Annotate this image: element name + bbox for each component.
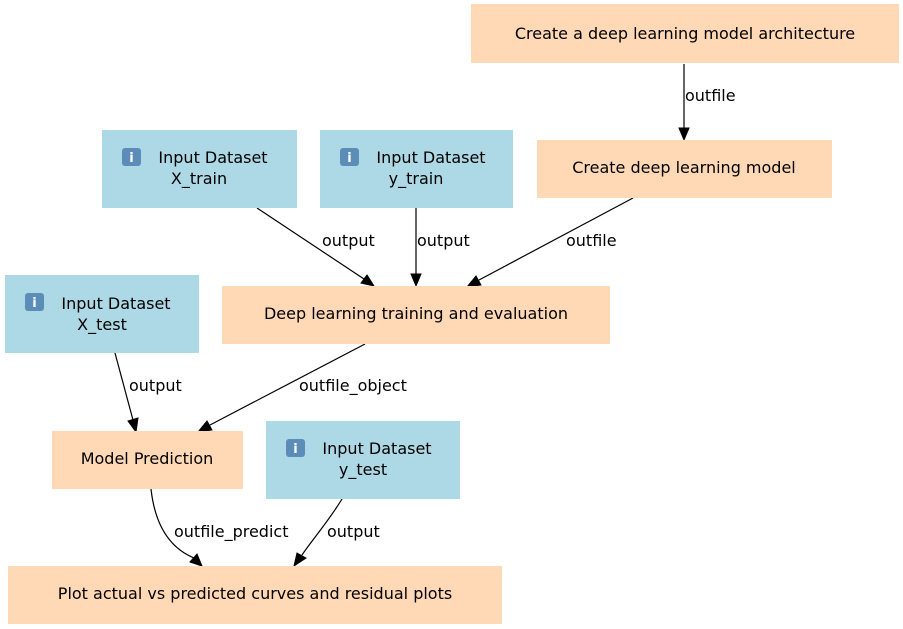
edge-xtest-to-prediction: output xyxy=(114,352,182,434)
node-training-evaluation[interactable]: Deep learning training and evaluation xyxy=(222,286,610,344)
node-label: Plot actual vs predicted curves and resi… xyxy=(58,584,452,603)
node-label-line2: y_train xyxy=(389,169,444,189)
edge-training-to-prediction: outfile_object xyxy=(196,343,407,433)
edge-label: outfile_object xyxy=(299,376,407,396)
edge-model-to-training: outfile xyxy=(465,197,634,288)
node-label-line2: X_train xyxy=(171,169,227,189)
svg-text:i: i xyxy=(32,296,36,311)
node-box xyxy=(5,275,199,353)
node-box xyxy=(222,286,610,344)
edge-ytest-to-plot: output xyxy=(293,498,380,568)
node-label-line2: X_test xyxy=(77,315,127,335)
node-box xyxy=(537,140,832,198)
node-box xyxy=(471,4,899,63)
node-box xyxy=(266,421,460,499)
node-label-line1: Input Dataset xyxy=(322,439,431,458)
info-icon: i xyxy=(286,439,305,457)
info-icon: i xyxy=(122,148,141,166)
edge-label: outfile_predict xyxy=(174,522,288,542)
node-label-line1: Input Dataset xyxy=(376,148,485,167)
node-label-line2: y_test xyxy=(339,460,387,480)
node-input-x-test[interactable]: i Input Dataset X_test xyxy=(5,275,199,353)
svg-text:i: i xyxy=(129,151,133,166)
edge-label: outfile xyxy=(566,231,617,250)
node-plot-curves[interactable]: Plot actual vs predicted curves and resi… xyxy=(8,566,502,624)
node-create-architecture[interactable]: Create a deep learning model architectur… xyxy=(471,4,899,63)
edge-architecture-to-model: outfile xyxy=(678,64,736,142)
node-create-model[interactable]: Create deep learning model xyxy=(537,140,832,198)
node-label-line1: Input Dataset xyxy=(158,148,267,167)
edge-xtrain-to-training: output xyxy=(256,207,376,287)
edge-label: output xyxy=(327,522,380,541)
edge-label: outfile xyxy=(685,86,736,105)
node-box xyxy=(8,566,502,624)
node-box xyxy=(52,431,243,489)
edge-label: output xyxy=(322,231,375,250)
node-box xyxy=(102,130,297,208)
edge-label: output xyxy=(129,376,182,395)
node-model-prediction[interactable]: Model Prediction xyxy=(52,431,243,489)
node-input-x-train[interactable]: i Input Dataset X_train xyxy=(102,130,297,208)
node-input-y-train[interactable]: i Input Dataset y_train xyxy=(320,130,513,208)
node-label-line1: Input Dataset xyxy=(61,294,170,313)
info-icon: i xyxy=(340,148,359,166)
node-label: Model Prediction xyxy=(81,449,214,468)
node-label: Create a deep learning model architectur… xyxy=(515,24,855,43)
node-label: Create deep learning model xyxy=(572,158,796,177)
node-input-y-test[interactable]: i Input Dataset y_test xyxy=(266,421,460,499)
edge-label: output xyxy=(417,231,470,250)
edge-ytrain-to-training: output xyxy=(410,208,470,288)
svg-text:i: i xyxy=(293,442,297,457)
node-box xyxy=(320,130,513,208)
edge-prediction-to-plot: outfile_predict xyxy=(150,488,288,567)
node-label: Deep learning training and evaluation xyxy=(264,304,568,323)
svg-text:i: i xyxy=(347,151,351,166)
info-icon: i xyxy=(25,293,44,311)
